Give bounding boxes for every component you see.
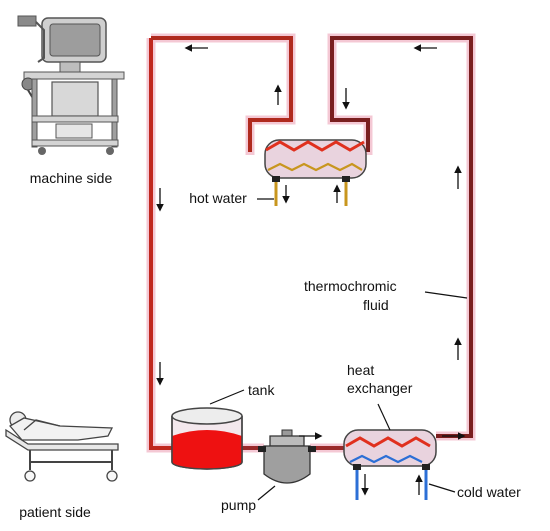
cold-water-label: cold water (457, 484, 521, 500)
patient-side-label: patient side (19, 504, 91, 520)
pump-label: pump (221, 497, 256, 513)
thermochromic-leader (424, 291, 468, 299)
tank-label: tank (248, 382, 275, 398)
tank-icon (171, 407, 243, 470)
ultrasound-machine-icon (17, 15, 125, 155)
heat-exchanger-leader (377, 403, 391, 431)
heat-exchanger-label-line2: exchanger (347, 380, 413, 396)
tank-leader (209, 389, 245, 405)
cold-water-leader (428, 483, 456, 493)
patient-bed-icon (5, 411, 119, 482)
fluid-pipes (146, 33, 476, 453)
machine-side-label: machine side (30, 170, 113, 186)
cold-heat-exchanger-icon (343, 429, 437, 500)
hot-heat-exchanger-icon (264, 139, 367, 206)
heat-exchanger-label-line1: heat (347, 362, 374, 378)
pump-icon (258, 429, 316, 484)
hot-water-label: hot water (189, 190, 247, 206)
thermochromic-label-line1: thermochromic (304, 278, 397, 294)
flow-arrows (156, 44, 466, 496)
thermochromic-label-line2: fluid (363, 297, 389, 313)
pump-leader (257, 485, 276, 501)
